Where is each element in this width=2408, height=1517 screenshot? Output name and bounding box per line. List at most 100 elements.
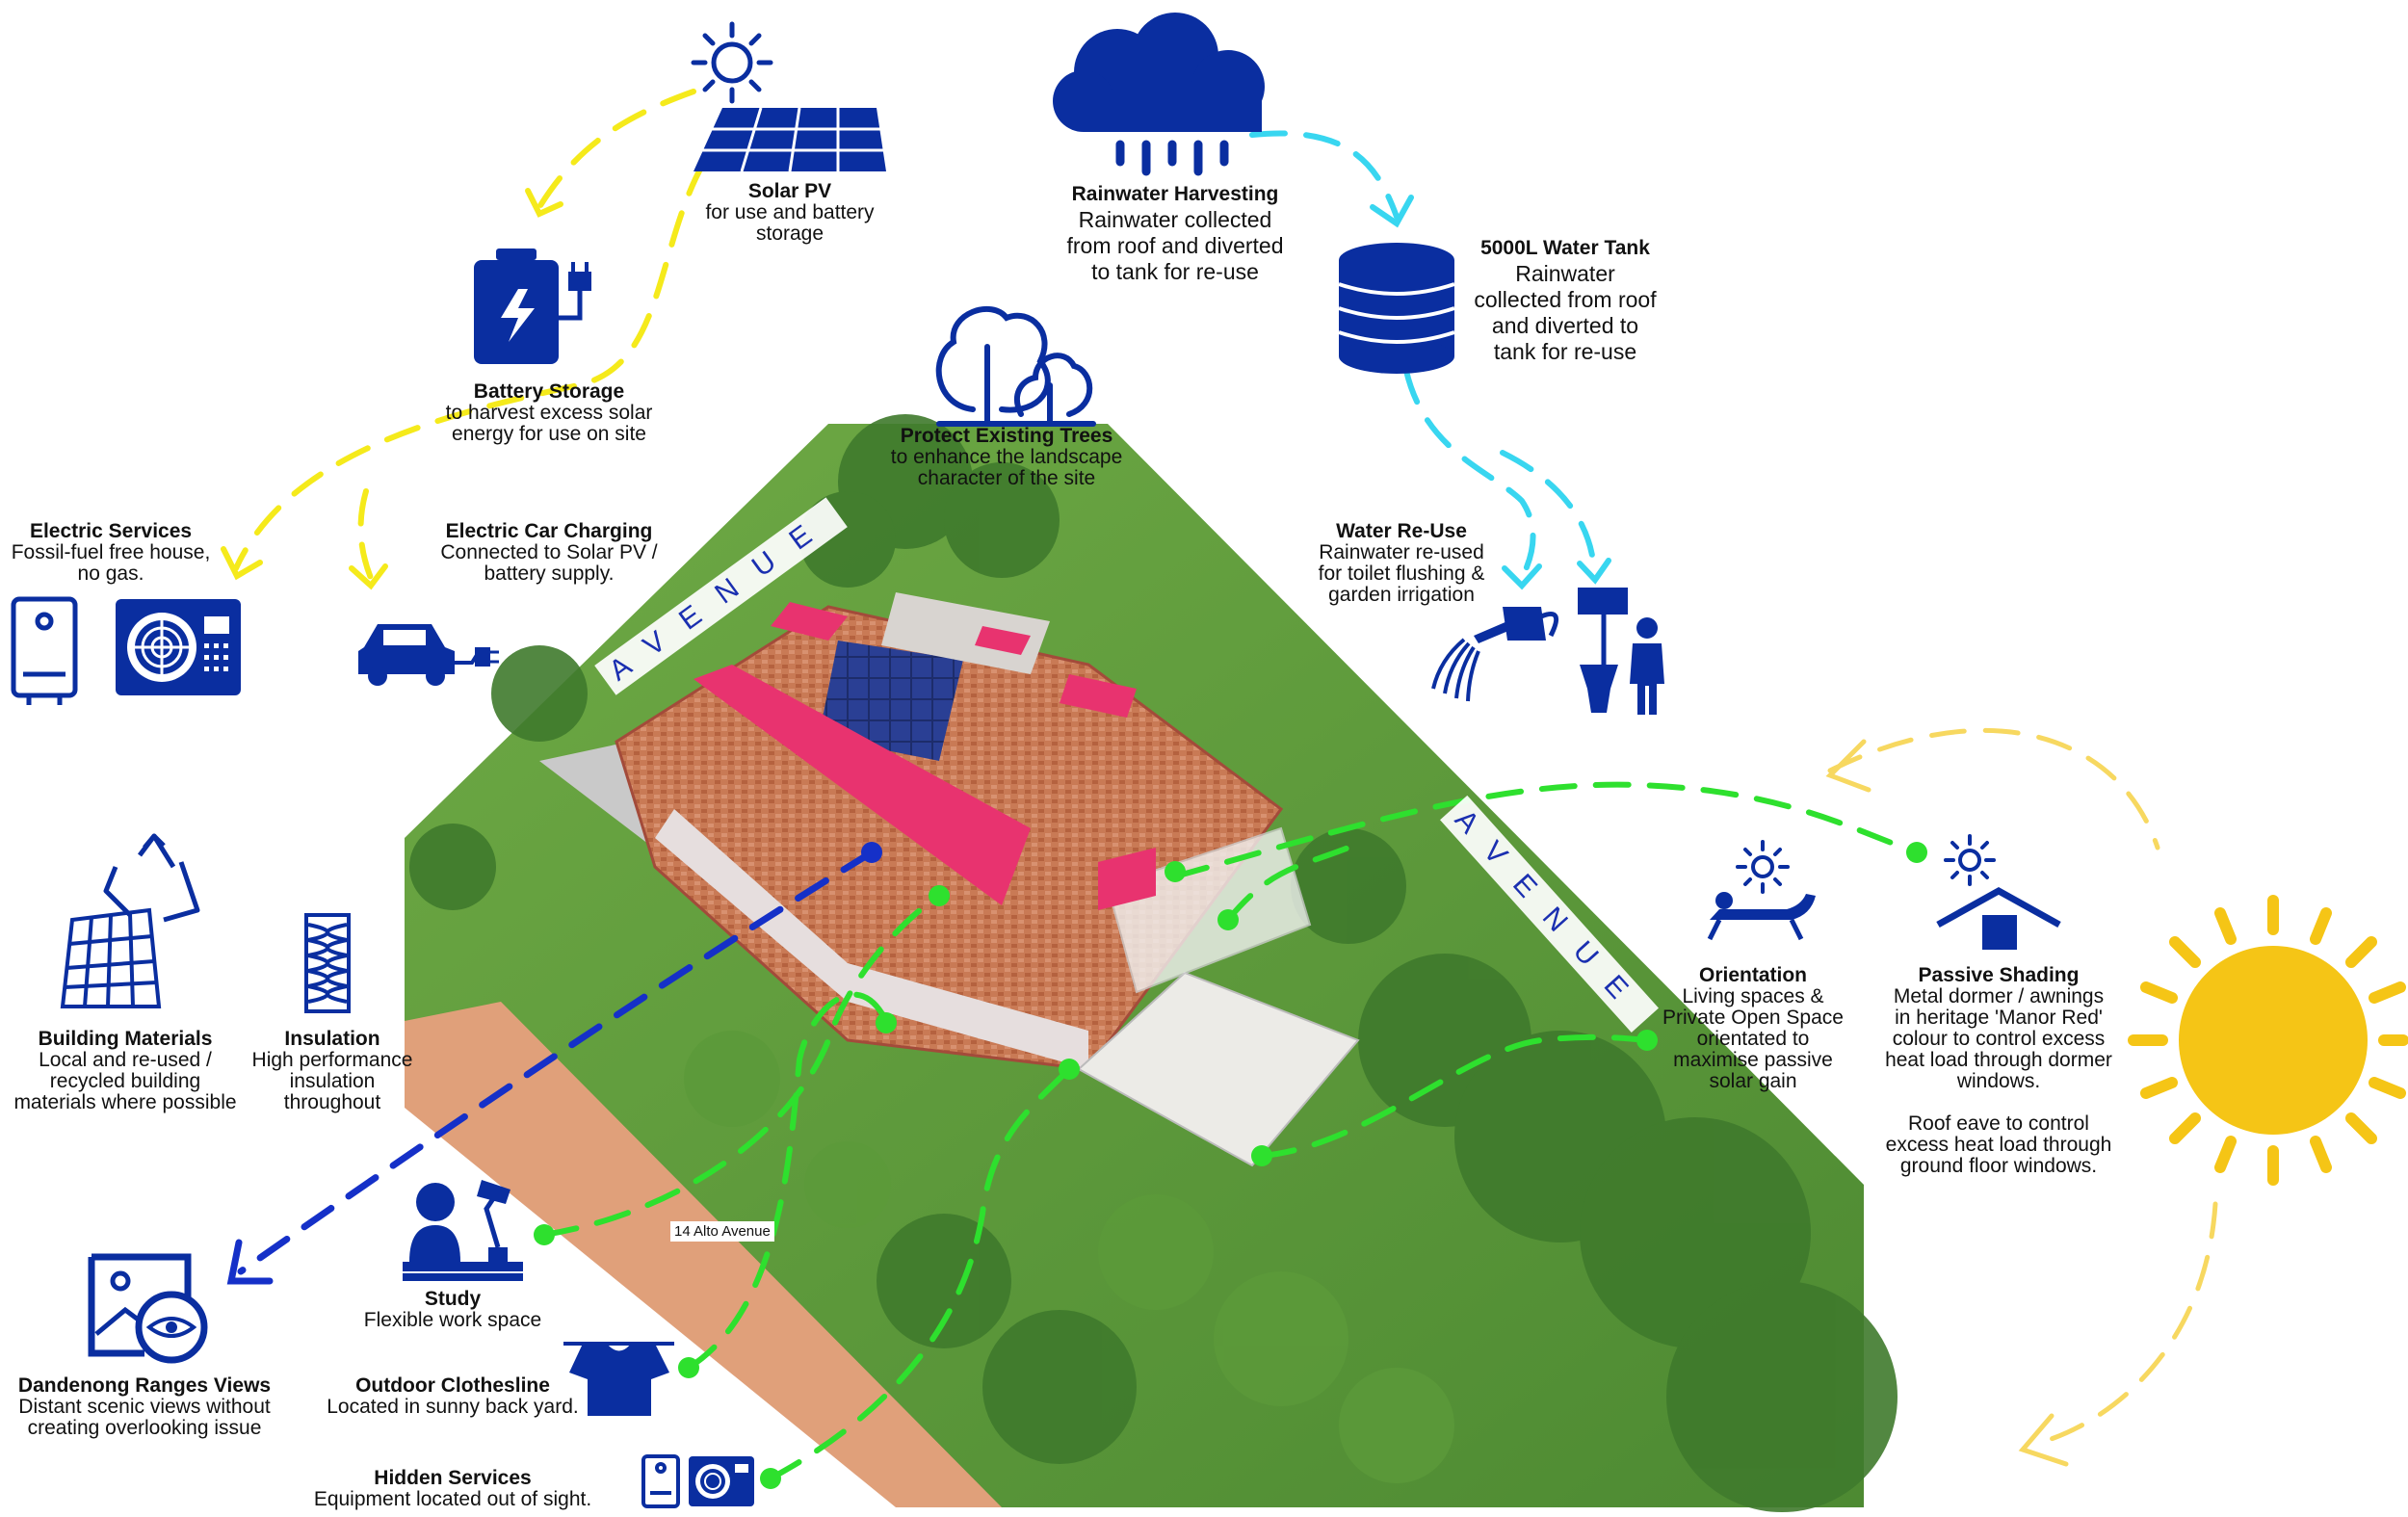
label-title: 5000L Water Tank [1480, 237, 1650, 259]
label-outdoor-clothesline: Outdoor Clothesline Located in sunny bac… [308, 1375, 597, 1418]
boiler-icon [11, 596, 78, 705]
terrace [1077, 971, 1360, 1167]
label-desc: Local and re-used / recycled building ma… [13, 1049, 237, 1113]
label-title: Insulation [284, 1028, 380, 1050]
solar-to-battery-path [537, 89, 696, 210]
label-electric-services: Electric Services Fossil-fuel free house… [0, 521, 222, 585]
arrowhead-sun-bottom [2018, 1413, 2069, 1467]
label-desc: Rainwater collected from roof and divert… [1066, 207, 1284, 284]
arrowhead-services [221, 546, 263, 581]
sun-lounger-icon [1707, 840, 1816, 941]
rain-cloud-icon [1053, 13, 1265, 176]
arrowhead-car [349, 563, 388, 590]
building-materials-icon [60, 907, 162, 1008]
label-title: Electric Services [29, 520, 193, 542]
water-tank-icon [1338, 243, 1455, 374]
orientation-path [1259, 1033, 1650, 1159]
solar-panel-icon [694, 107, 886, 172]
battery-to-car-path [357, 488, 374, 581]
dormer-awning-side [1060, 674, 1137, 718]
label-desc: Equipment located out of sight. [313, 1488, 592, 1510]
label-title: Orientation [1698, 964, 1807, 986]
label-title: Solar PV [747, 180, 832, 202]
dormer-path [1225, 845, 1351, 923]
arrowhead-battery [525, 188, 563, 218]
study-path [541, 893, 942, 1238]
label-title: Battery Storage [473, 380, 625, 403]
label-study: Study Flexible work space [347, 1289, 559, 1331]
label-title: Protect Existing Trees [900, 425, 1113, 447]
label-title: Dandenong Ranges Views [17, 1374, 272, 1397]
label-passive-shading: Passive Shading Metal dormer / awnings i… [1869, 965, 2129, 1177]
label-title: Water Re-Use [1336, 520, 1467, 542]
label-desc: Fossil-fuel free house, no gas. [11, 541, 211, 585]
label-desc: Flexible work space [363, 1309, 542, 1331]
label-title: Outdoor Clothesline [355, 1374, 550, 1397]
label-car-charging: Electric Car Charging Connected to Solar… [424, 521, 674, 585]
roof-solar-panels [819, 641, 963, 761]
recycle-icon [103, 833, 200, 923]
label-desc: Located in sunny back yard. [327, 1396, 579, 1418]
rain-to-tank-path [1249, 130, 1400, 220]
view-picture-icon [88, 1253, 208, 1364]
dormer-awning-small [975, 626, 1031, 655]
footpath [405, 1002, 1002, 1507]
dormer-awning-top [771, 602, 848, 641]
electric-car-icon [358, 624, 499, 686]
roof-pale-panels [881, 592, 1050, 674]
label-desc: Metal dormer / awnings in heritage 'Mano… [1885, 985, 2112, 1177]
label-water-reuse: Water Re-Use Rainwater re-used for toile… [1291, 521, 1512, 606]
label-title: Electric Car Charging [445, 520, 653, 542]
label-insulation: Insulation High performance insulation t… [241, 1029, 424, 1113]
watering-can-icon [1431, 607, 1559, 702]
label-title: Building Materials [38, 1028, 213, 1050]
label-solar-pv: Solar PV for use and battery storage [674, 181, 905, 245]
trees-icon [935, 306, 1096, 427]
passive-shading-path [1172, 781, 1920, 879]
address-label: 14 Alto Avenue [670, 1221, 774, 1242]
heat-pump-icon [116, 599, 241, 695]
label-title: Hidden Services [374, 1467, 532, 1489]
label-desc: for use and battery storage [705, 201, 875, 245]
arrowhead-sun-top [1825, 739, 1871, 793]
battery-icon [474, 248, 591, 364]
toilet-person-icon [1578, 588, 1664, 715]
sun-icon [691, 21, 773, 104]
clothesline-icon [563, 1342, 674, 1416]
hidden-services-path [768, 1066, 1072, 1481]
label-dandenong-views: Dandenong Ranges Views Distant scenic vi… [0, 1375, 289, 1439]
label-title: Passive Shading [1918, 964, 2080, 986]
view-path [237, 849, 876, 1275]
label-desc: Rainwater collected from roof and divert… [1474, 261, 1657, 364]
label-water-tank: 5000L Water Tank Rainwater collected fro… [1445, 235, 1686, 365]
dormer-awning-main [694, 665, 1031, 905]
sun-path [1827, 727, 2218, 1448]
tank-to-toilet-path [1500, 450, 1597, 571]
arrowhead-toilet [1577, 558, 1611, 585]
label-hidden-services: Hidden Services Equipment located out of… [299, 1468, 607, 1510]
pergola [1106, 826, 1312, 994]
label-desc: to enhance the landscape character of th… [890, 446, 1123, 489]
study-desk-icon [403, 1180, 523, 1281]
tank-to-reuse-path [1403, 368, 1536, 581]
clothesline-path [686, 991, 889, 1371]
dormer-awning-right [1098, 848, 1156, 910]
hidden-heat-pump-icon [689, 1456, 754, 1506]
arrowhead-tank [1370, 195, 1414, 228]
label-building-materials: Building Materials Local and re-used / r… [0, 1029, 250, 1113]
house-shade-icon [1936, 834, 2061, 950]
arrowhead-reuse [1502, 563, 1542, 590]
label-desc: High performance insulation throughout [251, 1049, 413, 1113]
label-orientation: Orientation Living spaces & Private Open… [1637, 965, 1869, 1092]
solar-to-services-path [233, 161, 706, 571]
label-rainwater-harvesting: Rainwater Harvesting Rainwater collected… [1040, 181, 1310, 285]
label-title: Rainwater Harvesting [1071, 183, 1279, 205]
label-desc: Connected to Solar PV / battery supply. [440, 541, 658, 585]
house-walls [655, 809, 1088, 1069]
label-desc: Living spaces & Private Open Space orien… [1662, 985, 1844, 1092]
label-desc: to harvest excess solar energy for use o… [445, 402, 653, 445]
label-protect-trees: Protect Existing Trees to enhance the la… [872, 426, 1141, 489]
